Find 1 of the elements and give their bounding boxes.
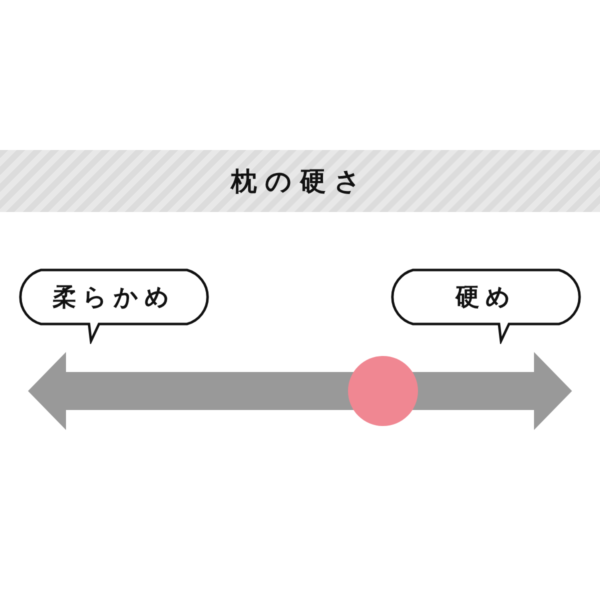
title-text: 枕の硬さ xyxy=(231,166,369,198)
